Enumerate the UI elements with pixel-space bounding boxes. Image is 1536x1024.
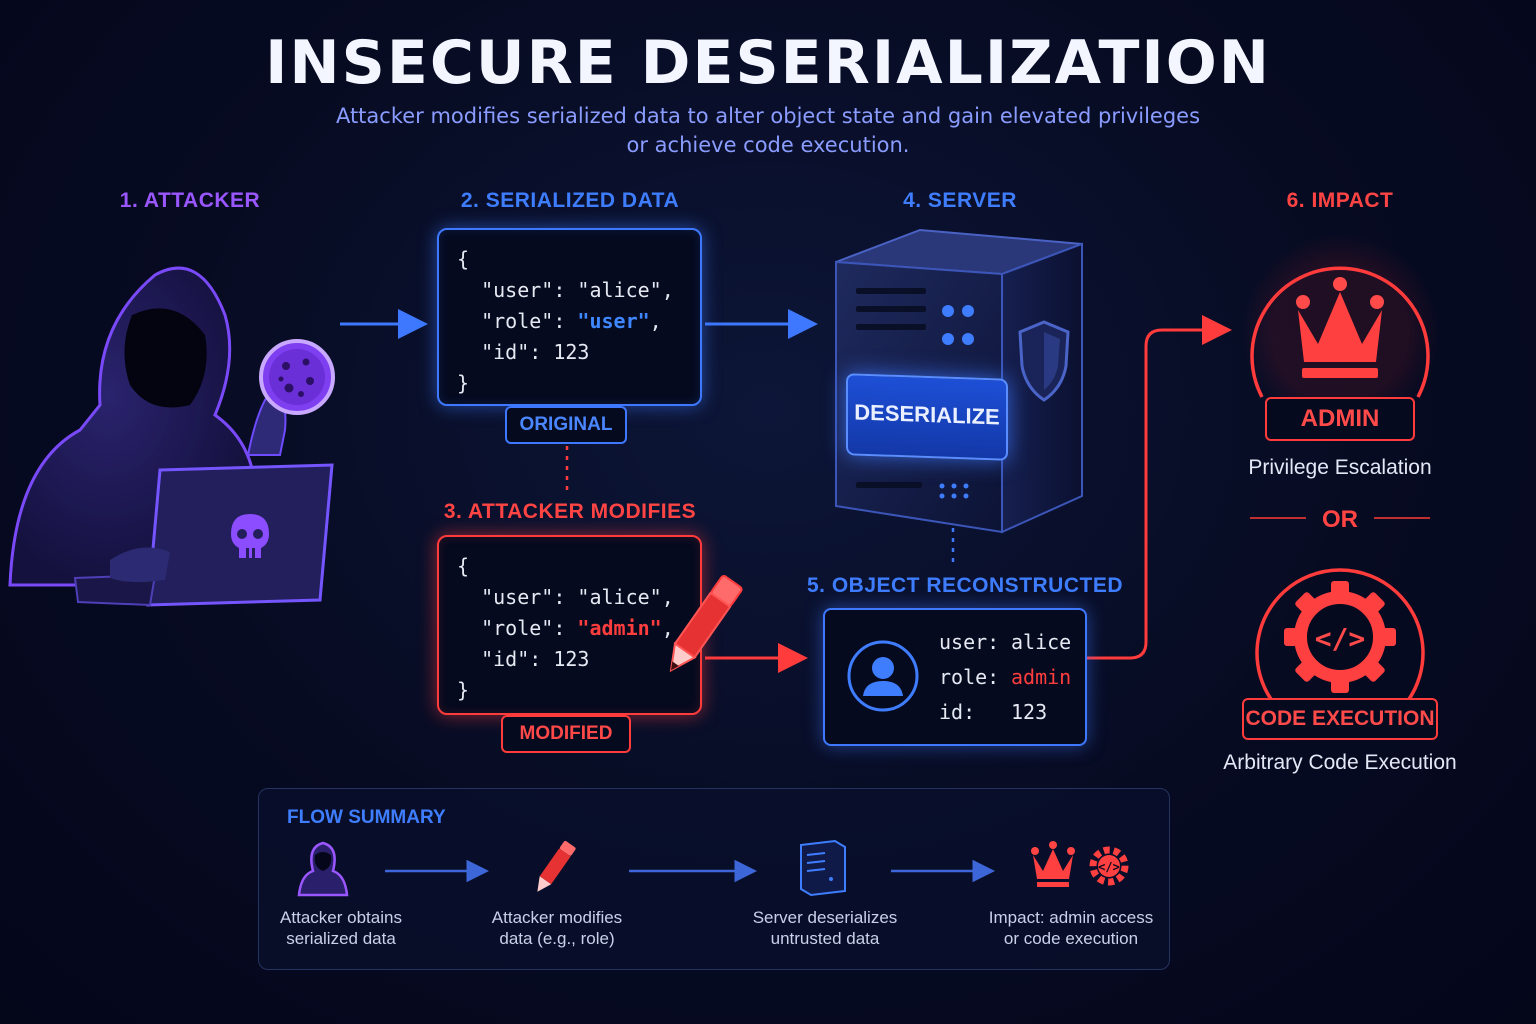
caption-line: Server deserializes [752, 908, 898, 927]
code-execution-badge: CODE EXECUTION [1242, 698, 1438, 740]
code-line: "id": 123 [457, 647, 590, 671]
arrow-object-to-impact [1086, 315, 1232, 660]
object-role-value: admin [1011, 665, 1072, 689]
code-line: "role": [457, 309, 578, 333]
or-divider-left [1250, 517, 1306, 519]
svg-text:</>: </> [1315, 622, 1366, 655]
step-label-server: 4. SERVER [903, 189, 1017, 212]
code-line: "user": "alice", [457, 278, 674, 302]
summary-step-4-caption: Impact: admin access or code execution [971, 907, 1171, 949]
code-line: { [457, 554, 470, 578]
arbitrary-code-execution-caption: Arbitrary Code Execution [1223, 751, 1457, 774]
or-divider-right [1374, 517, 1430, 519]
role-value-user: "user" [577, 309, 650, 333]
summary-pencil-icon [537, 841, 576, 892]
code-line: } [457, 678, 470, 702]
modified-serialized-data: { "user": "alice", "role": "admin", "id"… [437, 535, 702, 715]
code-line: { [457, 247, 470, 271]
object-role-key: role: [939, 665, 1000, 689]
summary-step-1-caption: Attacker obtains serialized data [251, 907, 431, 949]
object-id-value: 123 [1011, 700, 1048, 724]
caption-line: serialized data [286, 929, 396, 948]
code-line: "role": [457, 616, 578, 640]
flow-summary-title: FLOW SUMMARY [287, 807, 446, 828]
deserialize-button: DESERIALIZE [846, 373, 1008, 461]
user-avatar-icon [847, 640, 919, 712]
original-tag: ORIGINAL [505, 406, 627, 444]
code-line: "id": 123 [457, 340, 590, 364]
step-label-attacker: 1. ATTACKER [119, 189, 261, 212]
summary-step-3-caption: Server deserializes untrusted data [735, 907, 915, 949]
svg-text:</>: </> [1098, 860, 1120, 874]
step-label-serialized-data: 2. SERIALIZED DATA [460, 189, 680, 212]
gear-code-icon: </> [1255, 568, 1425, 704]
skull-icon [231, 514, 269, 558]
caption-line: or code execution [1003, 929, 1139, 948]
pencil-icon [669, 575, 743, 673]
caption-line: Attacker modifies [491, 908, 623, 927]
object-user-key: user: [939, 630, 1000, 654]
code-line: , [661, 616, 674, 640]
shield-icon [1018, 320, 1070, 402]
caption-line: data (e.g., role) [499, 929, 615, 948]
cookie-icon [259, 339, 335, 415]
or-separator: OR [1322, 506, 1358, 533]
reconstructed-object-panel: user: alice role: admin id: 123 [823, 608, 1087, 746]
role-value-admin: "admin" [577, 616, 662, 640]
admin-badge: ADMIN [1265, 397, 1415, 441]
original-serialized-data: { "user": "alice", "role": "user", "id":… [437, 228, 702, 406]
summary-attacker-icon [297, 841, 349, 897]
code-line: } [457, 371, 470, 395]
step-label-attacker-modifies: 3. ATTACKER MODIFIES [443, 500, 697, 523]
summary-arrows [385, 859, 995, 883]
object-id-key: id: [939, 700, 976, 724]
step-label-object-reconstructed: 5. OBJECT RECONSTRUCTED [806, 574, 1124, 597]
privilege-escalation-caption: Privilege Escalation [1248, 456, 1432, 479]
subtitle-line-1: Attacker modifies serialized data to alt… [335, 104, 1201, 128]
caption-line: untrusted data [770, 929, 880, 948]
modified-tag: MODIFIED [501, 715, 631, 753]
code-line: , [649, 309, 662, 333]
crown-icon [1242, 234, 1438, 430]
summary-step-2-caption: Attacker modifies data (e.g., role) [467, 907, 647, 949]
code-line: "user": "alice", [457, 585, 674, 609]
page-title: INSECURE DESERIALIZATION [265, 28, 1271, 98]
object-user-value: alice [1011, 630, 1072, 654]
caption-line: Attacker obtains [280, 908, 402, 927]
step-label-impact: 6. IMPACT [1286, 189, 1394, 212]
caption-line: Impact: admin access [988, 908, 1154, 927]
summary-impact-icons: </> [1031, 841, 1129, 887]
summary-server-icon [800, 839, 846, 897]
subtitle-line-2: or achieve code execution. [626, 133, 910, 157]
